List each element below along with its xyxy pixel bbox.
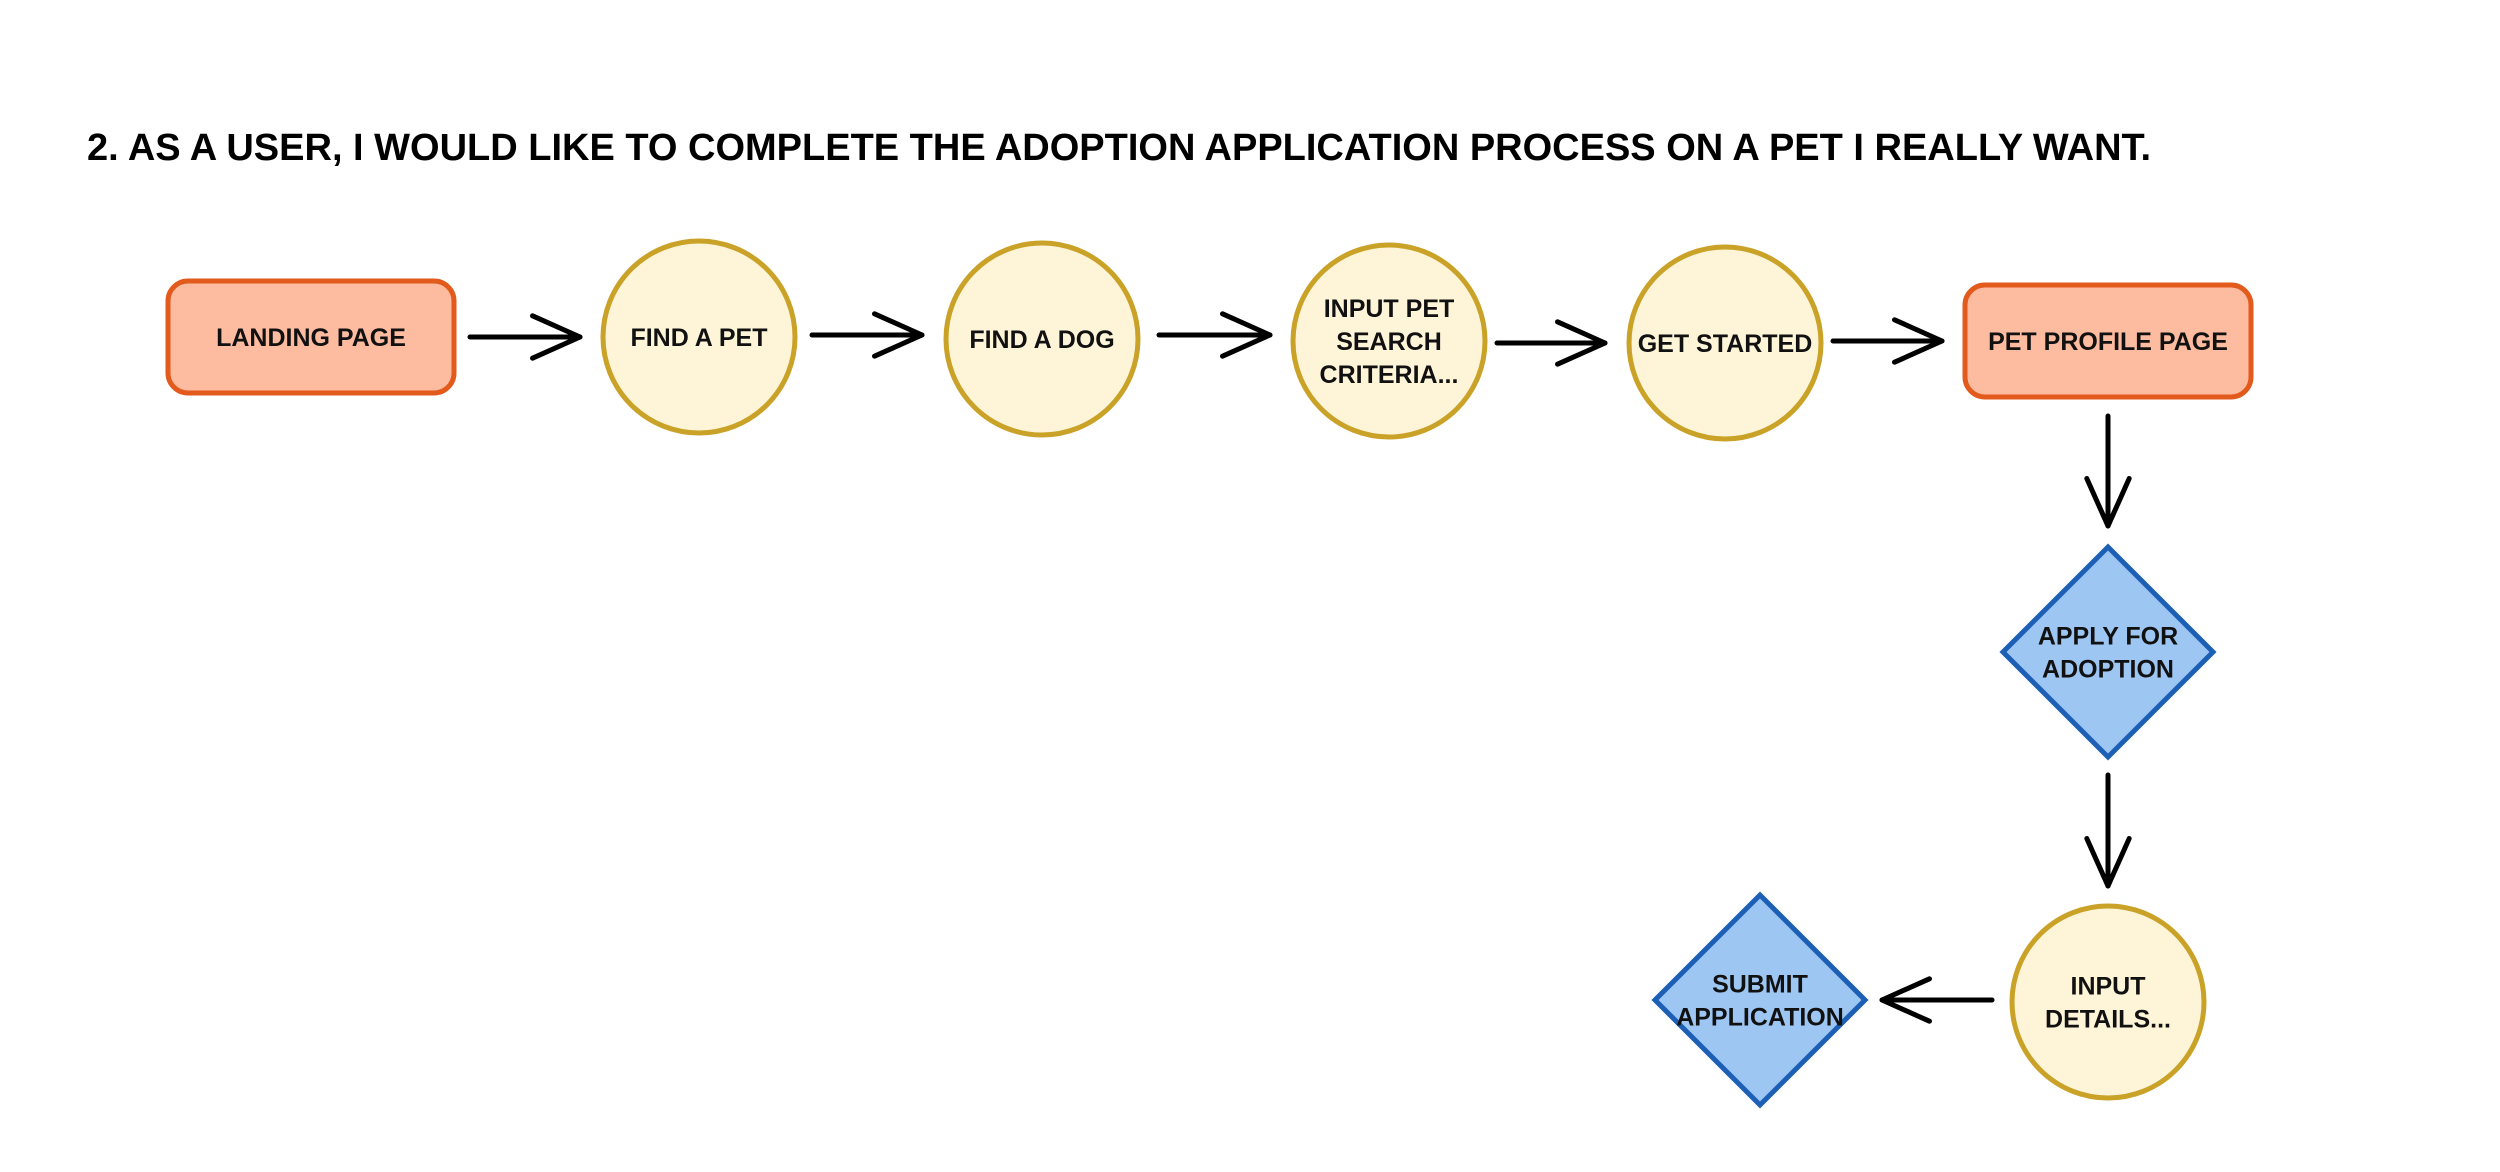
node-label-line: GET STARTED [1638,330,1813,358]
node-label-line: FIND A PET [630,324,767,352]
node-label: PET PROFILE PAGE [1988,328,2228,356]
arrow-input-details-to-submit-application [1879,976,1995,1024]
node-label-line: ADOPTION [2042,656,2174,684]
step-node-shape [2009,903,2207,1101]
arrow-find-a-pet-to-find-a-dog [809,311,925,359]
node-find-a-dog: FIND A DOG [943,240,1141,438]
node-label: INPUT DETAILS... [2045,973,2171,1034]
node-label: SUBMIT APPLICATION [1676,971,1844,1032]
step-node-shape [600,238,798,436]
node-label-line: LANDING PAGE [216,324,406,352]
arrow-head [1555,319,1608,367]
page-node-shape [165,278,457,396]
arrow-input-pet-search-criteria-to-get-started [1494,319,1608,367]
arrow-head [1220,311,1273,359]
node-label-line: SUBMIT [1712,971,1808,999]
arrow-get-started-to-pet-profile-page [1830,317,1945,365]
node-label-line: INPUT [2071,973,2146,1001]
edges-layer [467,311,2132,1024]
arrow-head [530,313,583,361]
arrow-apply-for-adoption-to-input-details [2084,772,2132,889]
node-label-line: SEARCH [1336,328,1442,356]
node-find-a-pet: FIND A PET [600,238,798,436]
arrow-head [1879,976,1932,1024]
node-pet-profile-page: PET PROFILE PAGE [1962,282,2254,400]
diagram-title: 2. AS A USER, I WOULD LIKE TO COMPLETE T… [87,127,2151,169]
arrow-find-a-dog-to-input-pet-search-criteria [1156,311,1273,359]
step-node-shape [1290,242,1488,440]
arrow-head [872,311,925,359]
nodes-layer: LANDING PAGE FIND A PET FIND A DOG INPUT PE… [165,238,2254,1109]
arrow-head [1892,317,1945,365]
arrow-head [2084,476,2132,529]
decision-node-shape [1651,891,1869,1109]
step-node-shape [943,240,1141,438]
node-label: LANDING PAGE [216,324,406,352]
node-submit-application: SUBMIT APPLICATION [1651,891,1869,1109]
arrow-head [2084,836,2132,889]
node-label-line: DETAILS... [2045,1006,2171,1034]
step-node-shape [1626,244,1824,442]
node-label-line: CRITERIA... [1320,361,1459,389]
node-label-line: INPUT PET [1324,295,1455,323]
node-input-details: INPUT DETAILS... [2009,903,2207,1101]
arrow-pet-profile-page-to-apply-for-adoption [2084,413,2132,529]
node-label-line: APPLICATION [1676,1004,1844,1032]
node-label: INPUT PET SEARCH CRITERIA... [1320,295,1459,389]
node-get-started: GET STARTED [1626,244,1824,442]
node-label-line: APPLY FOR [2038,623,2178,651]
node-label: FIND A DOG [969,326,1114,354]
arrow-landing-page-to-find-a-pet [467,313,583,361]
node-label: APPLY FOR ADOPTION [2038,623,2178,684]
node-landing-page: LANDING PAGE [165,278,457,396]
node-label-line: PET PROFILE PAGE [1988,328,2228,356]
node-label-line: FIND A DOG [969,326,1114,354]
node-label: GET STARTED [1638,330,1813,358]
node-input-pet-search-criteria: INPUT PET SEARCH CRITERIA... [1290,242,1488,440]
page-node-shape [1962,282,2254,400]
node-apply-for-adoption: APPLY FOR ADOPTION [1999,543,2217,761]
decision-node-shape [1999,543,2217,761]
node-label: FIND A PET [630,324,767,352]
